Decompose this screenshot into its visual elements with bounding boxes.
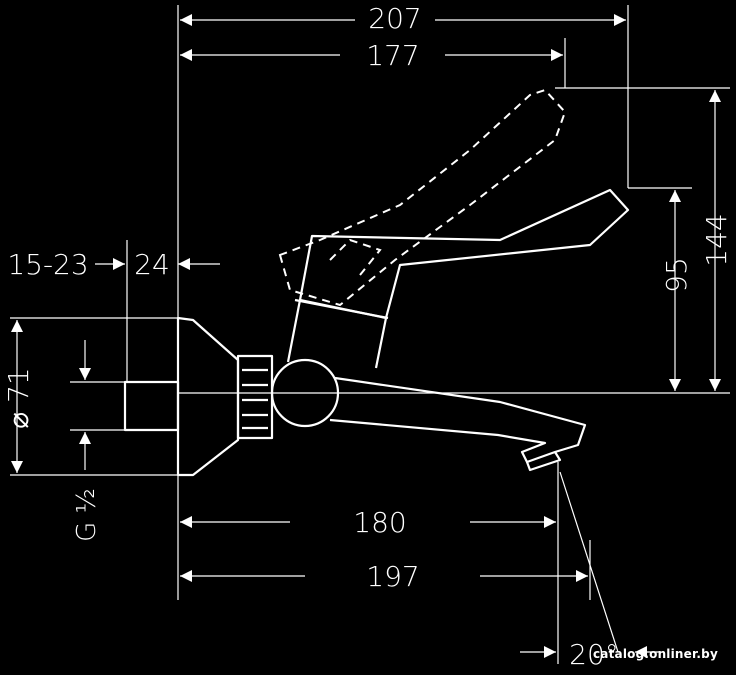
spout [329,376,587,464]
label-height-total: 144 [700,213,733,266]
lever-handle [298,188,630,319]
label-handle-reach: 177 [366,39,419,72]
label-height-handle: 95 [660,257,693,293]
dimension-lines [11,14,721,658]
label-thread: G ½ [72,488,102,542]
extension-lines [10,5,730,664]
label-spout-total: 197 [366,560,419,593]
valve-body [270,358,340,428]
aerator [525,451,562,472]
faucet-outline [123,188,630,477]
label-overall-length: 207 [368,2,421,35]
lever-handle-raised [278,88,567,307]
watermark: catalog.onliner.by [592,647,718,661]
rosette-flange [176,316,240,477]
label-flange-depth: 24 [134,248,170,281]
label-angle: 20° [569,638,619,671]
label-wall-range: 15-23 [7,248,88,281]
nut [236,354,274,440]
label-rosette-diameter: ⌀ 71 [2,367,35,428]
cartridge [286,298,388,369]
thread-connector [123,380,180,432]
label-spout-length: 180 [353,506,406,539]
